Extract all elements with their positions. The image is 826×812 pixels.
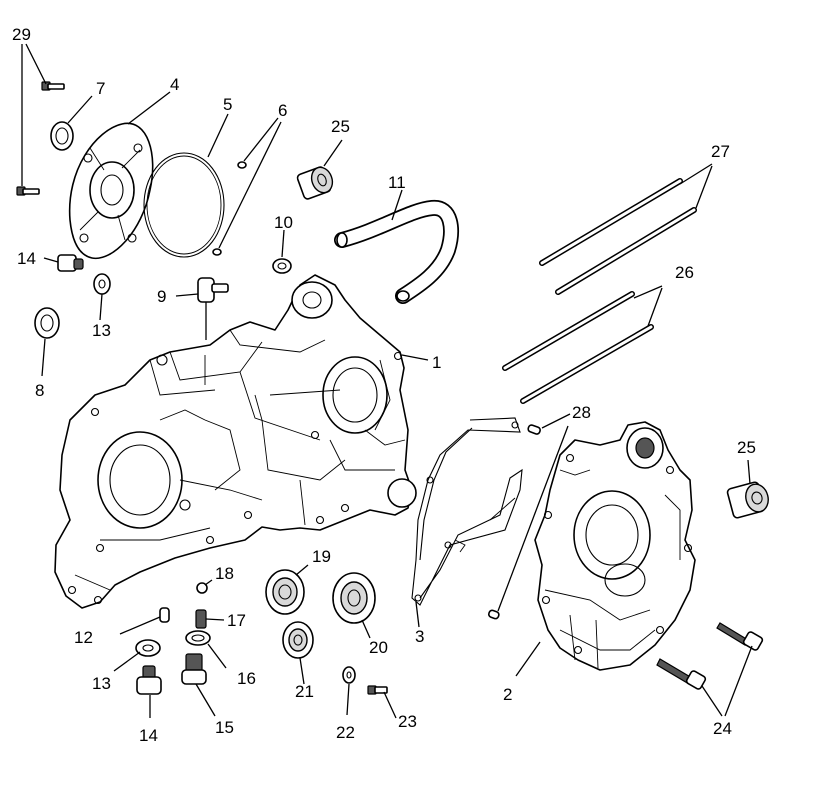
bearing-25-upper xyxy=(296,166,334,200)
callout-4: 4 xyxy=(170,75,179,94)
washer-upper xyxy=(93,273,111,295)
pin xyxy=(159,607,170,623)
bearing-20 xyxy=(332,572,376,624)
bearing-25-lower xyxy=(726,481,769,519)
callout-24: 24 xyxy=(713,719,732,738)
breather-fitting xyxy=(197,277,229,340)
callout-13b: 13 xyxy=(92,674,111,693)
callout-13a: 13 xyxy=(92,321,111,340)
screw-29b xyxy=(16,186,40,196)
callout-8: 8 xyxy=(35,381,44,400)
stud-26a xyxy=(502,291,635,371)
long-bolt-lower xyxy=(656,658,707,690)
callout-25a: 25 xyxy=(331,117,350,136)
callout-26: 26 xyxy=(675,263,694,282)
callout-10: 10 xyxy=(274,213,293,232)
plug-lower xyxy=(136,665,162,695)
callout-16: 16 xyxy=(237,669,256,688)
callout-labels: 1 2 3 4 5 6 7 8 9 10 11 12 13 13 14 14 1… xyxy=(12,25,756,745)
callout-17: 17 xyxy=(227,611,246,630)
callout-1: 1 xyxy=(432,353,441,372)
callout-20: 20 xyxy=(369,638,388,657)
sealing-washer xyxy=(185,630,211,646)
dowel-28a xyxy=(527,424,541,435)
crankcase-gasket xyxy=(411,417,523,606)
spring xyxy=(195,609,207,629)
plug-upper xyxy=(57,254,84,272)
small-bolt xyxy=(367,685,388,695)
callout-29: 29 xyxy=(12,25,31,44)
dowel-pin-b xyxy=(212,248,222,256)
o-ring xyxy=(143,152,225,258)
callout-14b: 14 xyxy=(139,726,158,745)
callout-18: 18 xyxy=(215,564,234,583)
screw-29a xyxy=(41,81,65,91)
callout-3: 3 xyxy=(415,627,424,646)
callout-22: 22 xyxy=(336,723,355,742)
callout-19: 19 xyxy=(312,547,331,566)
callout-9: 9 xyxy=(157,287,166,306)
stud-26b xyxy=(520,324,654,404)
callout-21: 21 xyxy=(295,682,314,701)
dowel-pin-a xyxy=(237,161,247,169)
callout-23: 23 xyxy=(398,712,417,731)
callout-5: 5 xyxy=(223,95,232,114)
leader-lines xyxy=(21,43,753,719)
bearing-21 xyxy=(282,621,314,659)
stud-27a xyxy=(539,178,683,266)
long-bolt-upper xyxy=(716,622,764,651)
oil-seal-lower xyxy=(34,307,60,339)
callout-25b: 25 xyxy=(737,438,756,457)
right-crankcase-cover xyxy=(534,421,696,671)
small-washer xyxy=(342,666,356,684)
callout-27: 27 xyxy=(711,142,730,161)
callout-11: 11 xyxy=(388,173,406,192)
callout-12: 12 xyxy=(74,628,93,647)
callout-2: 2 xyxy=(503,685,512,704)
callout-14a: 14 xyxy=(17,249,36,268)
breather-hose xyxy=(334,200,459,304)
callout-28: 28 xyxy=(572,403,591,422)
washer-lower xyxy=(135,639,161,657)
cover-plate xyxy=(68,122,154,260)
drain-bolt xyxy=(181,653,207,685)
left-crankcase xyxy=(54,274,417,609)
hose-clamp xyxy=(272,258,292,274)
dowel-28b xyxy=(487,609,500,620)
bearing-19 xyxy=(265,569,305,615)
check-ball xyxy=(196,582,208,594)
oil-seal-upper xyxy=(50,121,74,151)
callout-7: 7 xyxy=(96,79,105,98)
callout-6: 6 xyxy=(278,101,287,120)
callout-15: 15 xyxy=(215,718,234,737)
stud-27b xyxy=(555,207,697,295)
